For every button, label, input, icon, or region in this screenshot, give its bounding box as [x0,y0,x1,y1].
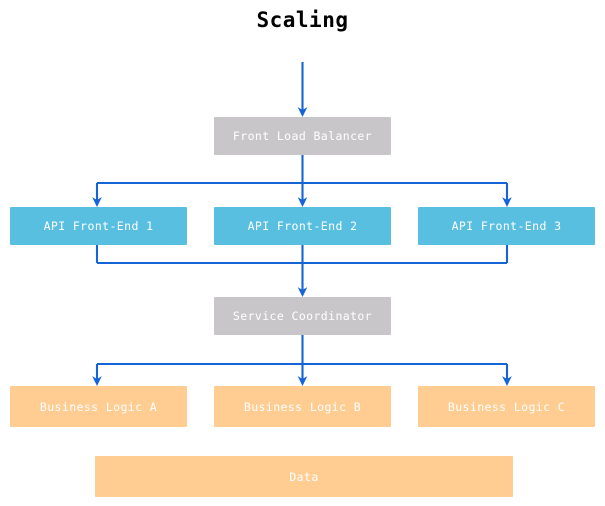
node-label: Business Logic A [39,399,158,414]
node-label: Business Logic B [243,399,362,414]
node-label: Data [289,469,319,484]
node-business-logic-b[interactable]: Business Logic B [214,386,391,427]
node-label: Business Logic C [447,399,566,414]
node-data[interactable]: Data [95,456,513,497]
node-label: Front Load Balancer [232,129,373,143]
node-api-front-end-2[interactable]: API Front-End 2 [214,207,391,245]
node-label: Service Coordinator [232,309,373,323]
node-business-logic-a[interactable]: Business Logic A [10,386,187,427]
node-front-load-balancer[interactable]: Front Load Balancer [214,117,391,155]
node-api-front-end-1[interactable]: API Front-End 1 [10,207,187,245]
node-api-front-end-3[interactable]: API Front-End 3 [418,207,595,245]
node-business-logic-c[interactable]: Business Logic C [418,386,595,427]
page-title: Scaling [256,8,349,32]
node-label: API Front-End 1 [43,219,154,233]
node-service-coordinator[interactable]: Service Coordinator [214,297,391,335]
node-label: API Front-End 3 [451,219,562,233]
node-label: API Front-End 2 [247,219,358,233]
